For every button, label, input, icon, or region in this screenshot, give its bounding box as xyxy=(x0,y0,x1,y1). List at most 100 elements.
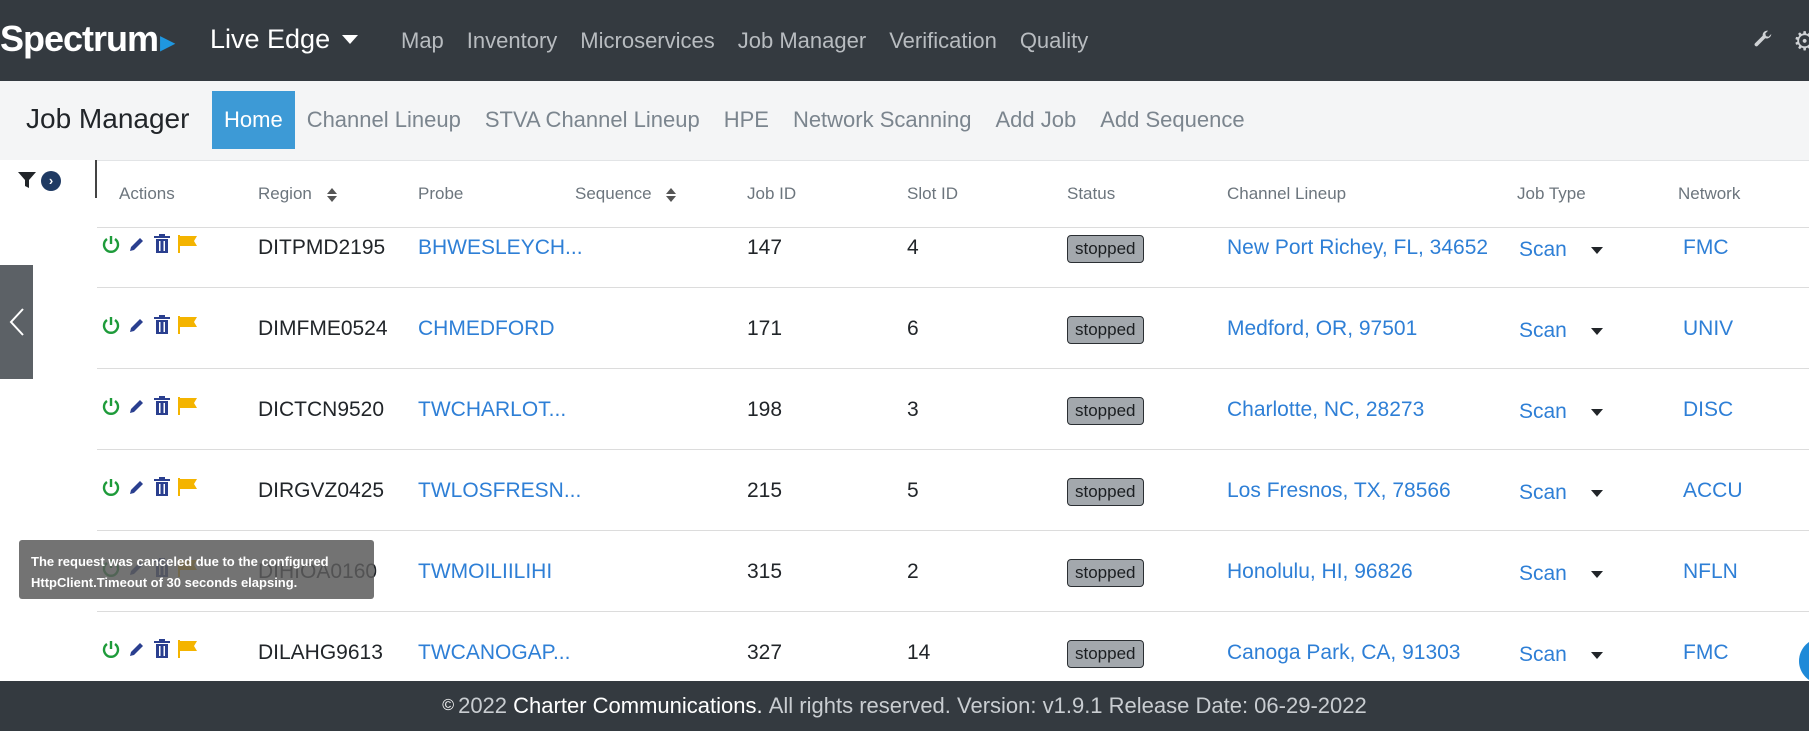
cell-network[interactable]: FMC xyxy=(1683,236,1729,259)
cell-job-id: 147 xyxy=(747,236,783,259)
header-slot-id: Slot ID xyxy=(907,184,959,203)
caret-down-icon xyxy=(1590,246,1603,254)
header-actions: Actions xyxy=(119,184,175,203)
chevron-right-circle-icon[interactable]: › xyxy=(41,171,61,191)
header-network: Network xyxy=(1678,184,1741,203)
gear-icon[interactable]: ⚙ xyxy=(1793,26,1809,56)
wrench-icon[interactable] xyxy=(1752,28,1774,57)
caret-down-icon xyxy=(342,35,359,44)
sort-icon xyxy=(666,187,677,202)
cell-network[interactable]: UNIV xyxy=(1683,317,1734,340)
cell-probe[interactable]: BHWESLEYCH... xyxy=(418,236,583,259)
nav-map[interactable]: Map xyxy=(401,28,444,53)
cell-slot-id: 3 xyxy=(907,398,919,421)
sidebar-collapse-toggle[interactable] xyxy=(0,265,33,379)
filter-icon[interactable] xyxy=(18,172,36,194)
cell-network[interactable]: FMC xyxy=(1683,641,1729,664)
trash-icon[interactable] xyxy=(153,639,171,659)
pencil-icon[interactable] xyxy=(127,639,147,659)
job-type-value: Scan xyxy=(1519,481,1567,504)
cell-probe[interactable]: TWCANOGAP... xyxy=(418,641,571,664)
tab-channel-lineup[interactable]: Channel Lineup xyxy=(306,107,461,132)
power-icon[interactable] xyxy=(101,477,121,497)
cell-network[interactable]: DISC xyxy=(1683,398,1734,421)
flag-icon[interactable] xyxy=(177,234,199,254)
cell-network[interactable]: ACCU xyxy=(1683,479,1743,502)
power-icon[interactable] xyxy=(101,639,121,659)
tab-hpe[interactable]: HPE xyxy=(723,107,769,132)
cell-job-id: 327 xyxy=(747,641,783,664)
trash-icon[interactable] xyxy=(153,234,171,254)
environment-dropdown[interactable]: Live Edge xyxy=(210,24,359,55)
nav-job-manager[interactable]: Job Manager xyxy=(737,28,867,53)
cell-region: DITPMD2195 xyxy=(258,236,386,259)
status-badge: stopped xyxy=(1067,559,1144,587)
job-type-select[interactable]: Scan xyxy=(1519,400,1603,424)
cell-channel-lineup[interactable]: Charlotte, NC, 28273 xyxy=(1227,398,1425,421)
job-type-value: Scan xyxy=(1519,400,1567,423)
job-type-select[interactable]: Scan xyxy=(1519,238,1603,262)
cell-slot-id: 6 xyxy=(907,317,919,340)
nav-microservices[interactable]: Microservices xyxy=(580,28,715,53)
power-icon[interactable] xyxy=(101,234,121,254)
nav-verification[interactable]: Verification xyxy=(889,28,997,53)
trash-icon[interactable] xyxy=(153,396,171,416)
cell-network[interactable]: NFLN xyxy=(1683,560,1738,583)
job-type-select[interactable]: Scan xyxy=(1519,319,1603,343)
pencil-icon[interactable] xyxy=(127,477,147,497)
tab-add-sequence[interactable]: Add Sequence xyxy=(1100,107,1245,132)
job-type-select[interactable]: Scan xyxy=(1519,643,1603,667)
cell-channel-lineup[interactable]: Canoga Park, CA, 91303 xyxy=(1227,641,1461,664)
cell-channel-lineup[interactable]: Honolulu, HI, 96826 xyxy=(1227,560,1413,583)
brand-logo[interactable]: Spectrum ▶ xyxy=(0,18,175,60)
cell-probe[interactable]: TWLOSFRESN... xyxy=(418,479,582,502)
trash-icon[interactable] xyxy=(153,477,171,497)
header-probe: Probe xyxy=(418,184,464,203)
job-type-value: Scan xyxy=(1519,562,1567,585)
trash-icon[interactable] xyxy=(153,315,171,335)
sort-icon xyxy=(326,187,337,202)
header-sequence[interactable]: Sequence xyxy=(575,184,677,204)
tab-network-scanning[interactable]: Network Scanning xyxy=(792,107,972,132)
nav-inventory[interactable]: Inventory xyxy=(466,28,558,53)
chat-bubble-icon[interactable] xyxy=(1799,638,1809,684)
toast-message-line2: HttpClient.Timeout of 30 seconds elapsin… xyxy=(31,575,298,590)
caret-down-icon xyxy=(1590,570,1603,578)
tab-home[interactable]: Home xyxy=(212,91,295,149)
flag-icon[interactable] xyxy=(177,315,199,335)
cell-channel-lineup[interactable]: New Port Richey, FL, 34652 xyxy=(1227,236,1489,259)
cell-channel-lineup[interactable]: Los Fresnos, TX, 78566 xyxy=(1227,479,1451,502)
job-type-select[interactable]: Scan xyxy=(1519,481,1603,505)
flag-icon[interactable] xyxy=(177,396,199,416)
header-job-type: Job Type xyxy=(1517,184,1586,203)
environment-label: Live Edge xyxy=(210,24,331,54)
nav-quality[interactable]: Quality xyxy=(1019,28,1089,53)
footer-rest: All rights reserved. Version: v1.9.1 Rel… xyxy=(768,693,1367,718)
flag-icon[interactable] xyxy=(177,477,199,497)
error-toast[interactable]: The request was canceled due to the conf… xyxy=(19,540,374,599)
pencil-icon[interactable] xyxy=(127,234,147,254)
cell-probe[interactable]: CHMEDFORD xyxy=(418,317,555,340)
header-sequence-label: Sequence xyxy=(575,184,652,203)
tab-add-job[interactable]: Add Job xyxy=(995,107,1077,132)
cell-region: DIRGVZ0425 xyxy=(258,479,385,502)
header-region[interactable]: Region xyxy=(258,184,337,204)
flag-icon[interactable] xyxy=(177,639,199,659)
job-type-select[interactable]: Scan xyxy=(1519,562,1603,586)
pencil-icon[interactable] xyxy=(127,315,147,335)
cell-channel-lineup[interactable]: Medford, OR, 97501 xyxy=(1227,317,1418,340)
power-icon[interactable] xyxy=(101,315,121,335)
sub-tabs: Home Channel Lineup STVA Channel Lineup … xyxy=(212,91,1257,149)
tab-stva-channel-lineup[interactable]: STVA Channel Lineup xyxy=(484,107,700,132)
cell-probe[interactable]: TWMOILIILIHI xyxy=(418,560,553,583)
power-icon[interactable] xyxy=(101,396,121,416)
cell-slot-id: 14 xyxy=(907,641,931,664)
table-header: Actions Region Probe Sequence Job ID Slo… xyxy=(97,160,1809,228)
cell-probe[interactable]: TWCHARLOT... xyxy=(418,398,567,421)
pencil-icon[interactable] xyxy=(127,396,147,416)
cell-region: DILAHG9613 xyxy=(258,641,383,664)
